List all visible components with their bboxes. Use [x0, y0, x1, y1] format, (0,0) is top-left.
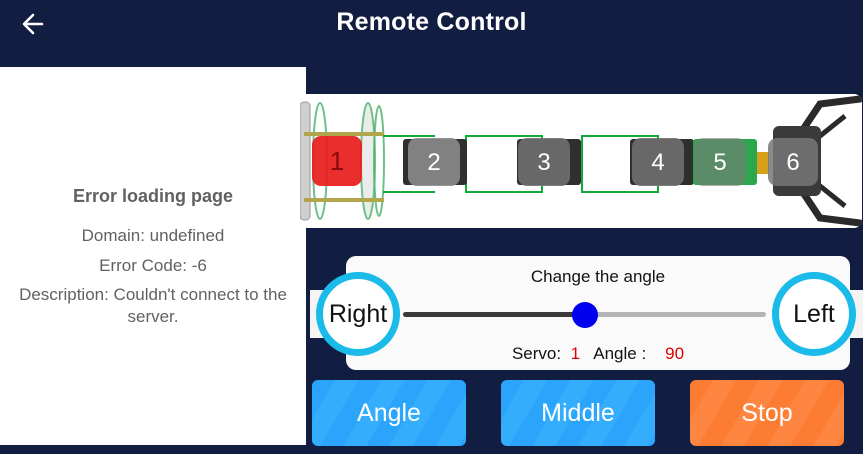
arrow-left-icon [22, 13, 44, 35]
angle-label: Angle : [593, 344, 647, 363]
robot-arm-diagram: 1 2 3 4 5 6 [300, 95, 862, 227]
error-code: Error Code: -6 [99, 256, 207, 275]
servo-label-2: 2 [427, 149, 440, 176]
servo-marker-6[interactable]: 6 [768, 138, 818, 186]
servo-label-3: 3 [537, 149, 550, 176]
rotate-right-button[interactable]: Right [316, 272, 400, 356]
back-button[interactable] [20, 10, 52, 38]
error-description: Description: Couldn't connect to the [19, 285, 287, 304]
servo-label-6: 6 [786, 149, 799, 176]
rotate-left-label: Left [793, 299, 835, 328]
servo-label-1: 1 [330, 146, 344, 176]
page-title: Remote Control [336, 8, 527, 36]
error-title: Error loading page [72, 186, 234, 206]
slider-thumb[interactable] [571, 302, 598, 328]
angle-slider[interactable] [403, 302, 766, 328]
webview-panel: Error loading page Domain: undefined Err… [0, 67, 306, 445]
rotate-left-button[interactable]: Left [772, 272, 856, 356]
servo-marker-1[interactable]: 1 [312, 136, 362, 186]
angle-control-card: Change the angle Servo: 1 Angle : 90 [346, 256, 850, 370]
stop-button[interactable]: Stop [690, 380, 844, 446]
slider-fill [403, 312, 585, 317]
servo-label-4: 4 [651, 149, 664, 176]
control-title: Change the angle [530, 267, 666, 286]
servo-marker-2[interactable]: 2 [408, 138, 460, 186]
middle-button[interactable]: Middle [501, 380, 655, 446]
app-header: Remote Control [0, 0, 863, 66]
angle-button[interactable]: Angle [312, 380, 466, 446]
rotate-right-label: Right [328, 299, 388, 328]
angle-value: 90 [665, 344, 685, 363]
error-description-cont: server. [127, 307, 179, 326]
servo-marker-5[interactable]: 5 [694, 138, 746, 186]
servo-marker-3[interactable]: 3 [518, 138, 570, 186]
servo-readout: Servo: 1 Angle : 90 [346, 344, 850, 364]
servo-value: 1 [570, 344, 581, 363]
servo-label-5: 5 [713, 149, 726, 176]
servo-label: Servo: [511, 344, 562, 363]
robot-arm-view: 1 2 3 4 5 6 [300, 94, 862, 228]
error-domain: Domain: undefined [81, 226, 225, 245]
servo-marker-4[interactable]: 4 [632, 138, 684, 186]
